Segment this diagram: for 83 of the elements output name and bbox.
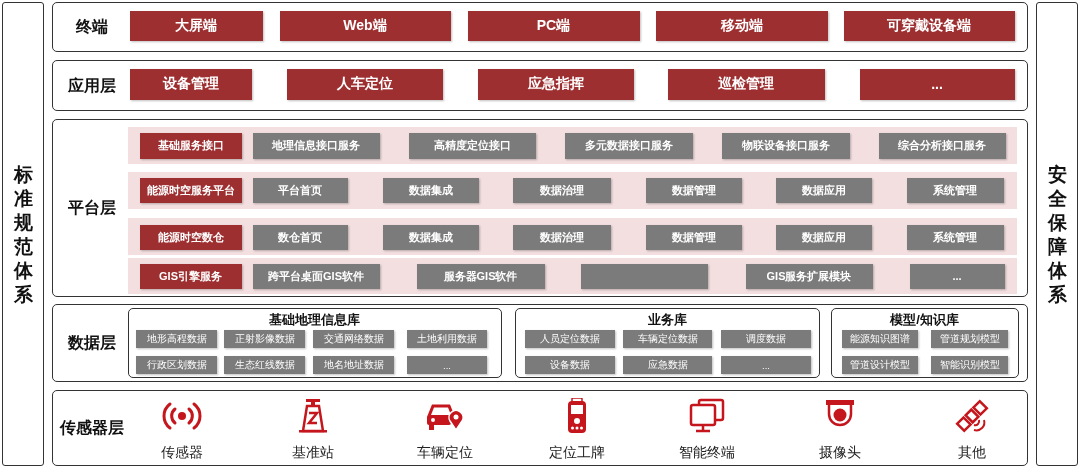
- group-heading: 模型/知识库: [888, 310, 960, 329]
- data-box: 生态红线数据: [224, 356, 305, 374]
- row-band: [127, 126, 1017, 164]
- module-box: 数据治理: [512, 224, 611, 250]
- row-band: [127, 217, 1017, 255]
- row-band: [127, 171, 1017, 209]
- module-box: 服务器GIS软件: [416, 263, 545, 289]
- side-panel: 安全保障体系: [1036, 2, 1078, 466]
- icon-caption: 其他: [956, 443, 987, 462]
- group-heading: 基础地理信息库: [268, 310, 361, 329]
- module-box: ...: [859, 68, 1015, 100]
- database-group-box: [514, 307, 820, 378]
- layer-panel: [52, 60, 1028, 111]
- data-box: 正射影像数据: [224, 330, 305, 348]
- module-box: GIS服务扩展模块: [745, 263, 873, 289]
- module-box: 跨平台桌面GIS软件: [252, 263, 380, 289]
- icon-caption: 定位工牌: [547, 443, 606, 462]
- icon-caption: 车辆定位: [415, 443, 474, 462]
- layer-panel: [52, 304, 1028, 382]
- database-group-box: [127, 307, 502, 378]
- data-box: 地名地址数据: [313, 356, 394, 374]
- data-box: 管道设计模型: [842, 356, 918, 374]
- data-box: ...: [721, 356, 811, 374]
- module-box: 数据集成: [382, 177, 479, 203]
- module-box: 数仓首页: [252, 224, 348, 250]
- icon-caption: 摄像头: [817, 443, 862, 462]
- database-group-box: [830, 307, 1019, 378]
- row-band: [127, 257, 1017, 294]
- side-panel: 标准规范体系: [2, 2, 44, 466]
- module-box: 物联设备接口服务: [721, 132, 850, 159]
- layer-label: 数据层: [67, 332, 117, 353]
- layer-label: 应用层: [67, 75, 117, 96]
- category-box: 能源时空服务平台: [139, 177, 242, 203]
- data-box: 设备数据: [525, 356, 615, 374]
- module-box: 移动端: [655, 10, 828, 41]
- module-box: 数据治理: [512, 177, 611, 203]
- layer-panel: [52, 390, 1028, 466]
- module-box: 高精度定位接口: [408, 132, 536, 159]
- module-box: 数据集成: [382, 224, 479, 250]
- module-box: 多元数据接口服务: [564, 132, 693, 159]
- module-box: 大屏端: [129, 10, 263, 41]
- module-box: 数据应用: [775, 177, 872, 203]
- icon-caption: 传感器: [159, 443, 204, 462]
- module-box: 系统管理: [906, 177, 1004, 203]
- module-box: ...: [909, 263, 1005, 289]
- module-box: 数据应用: [775, 224, 872, 250]
- module-box: Web端: [279, 10, 451, 41]
- icon-caption: 智能终端: [677, 443, 736, 462]
- data-box: 行政区划数据: [136, 356, 217, 374]
- data-box: 智能识别模型: [931, 356, 1008, 374]
- module-box: 地理信息接口服务: [252, 132, 380, 159]
- module-box: PC端: [467, 10, 640, 41]
- layer-label: 传感器层: [58, 417, 125, 438]
- layer-panel: [52, 2, 1028, 52]
- category-box: 基础服务接口: [139, 132, 242, 159]
- data-box: ...: [407, 356, 487, 374]
- layer-label: 平台层: [67, 197, 117, 218]
- module-box: 系统管理: [906, 224, 1004, 250]
- module-box: 设备管理: [129, 68, 252, 100]
- layer-panel: [52, 119, 1028, 297]
- module-box: 平台首页: [252, 177, 348, 203]
- data-box: 车辆定位数据: [623, 330, 712, 348]
- data-box: 土地利用数据: [407, 330, 487, 348]
- icon-caption: 基准站: [290, 443, 335, 462]
- module-box: 综合分析接口服务: [878, 132, 1006, 159]
- module-box: 可穿戴设备端: [843, 10, 1015, 41]
- data-box: 能源知识图谱: [842, 330, 918, 348]
- module-box: 数据管理: [645, 224, 742, 250]
- data-box: 交通网络数据: [313, 330, 394, 348]
- module-box: 数据管理: [645, 177, 742, 203]
- module-box: 巡检管理: [667, 68, 825, 100]
- data-box: 地形高程数据: [136, 330, 217, 348]
- group-heading: 业务库: [646, 310, 688, 329]
- category-box: GIS引擎服务: [139, 263, 242, 289]
- module-box: 人车定位: [286, 68, 443, 100]
- module-box: 应急指挥: [477, 68, 634, 100]
- data-box: 管道规划模型: [931, 330, 1008, 348]
- data-box: 人员定位数据: [525, 330, 615, 348]
- data-box: 调度数据: [721, 330, 811, 348]
- data-box: 应急数据: [623, 356, 712, 374]
- module-box: [580, 263, 708, 289]
- category-box: 能源时空数仓: [139, 224, 242, 250]
- layer-label: 终端: [75, 16, 109, 37]
